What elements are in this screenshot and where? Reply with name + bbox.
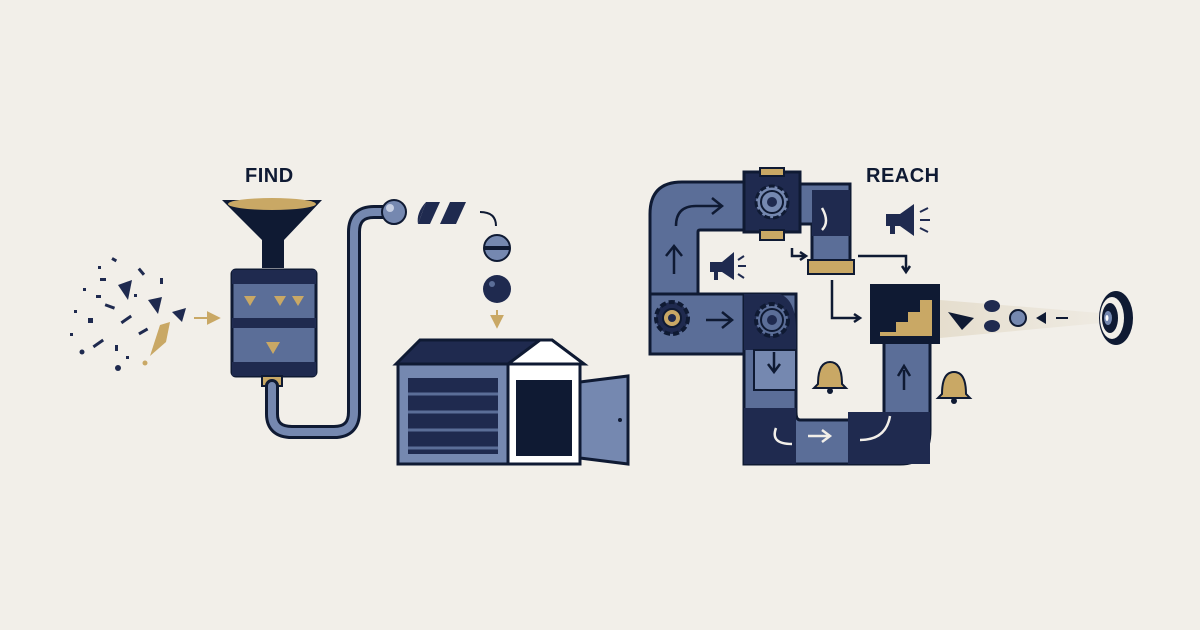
megaphone-icon bbox=[710, 252, 746, 280]
gear-icon bbox=[754, 184, 790, 220]
pill-icon bbox=[984, 320, 1000, 332]
gear-icon bbox=[654, 300, 690, 336]
growth-chart-icon bbox=[870, 284, 940, 344]
target-icon bbox=[1099, 291, 1133, 345]
storage-shed-icon bbox=[392, 338, 630, 466]
flow-arrow-icon bbox=[1036, 312, 1046, 324]
megaphone-icon bbox=[886, 204, 930, 236]
bell-icon bbox=[811, 360, 849, 394]
ball-icon bbox=[483, 234, 511, 262]
reach-label: REACH bbox=[866, 165, 940, 187]
shard-icon bbox=[948, 312, 974, 330]
ball-icon bbox=[483, 275, 511, 303]
scattered-shards-icon bbox=[70, 257, 186, 371]
ball-icon bbox=[381, 199, 407, 225]
flow-arrow-icon bbox=[479, 211, 497, 227]
bell-icon bbox=[935, 370, 973, 404]
find-label: FIND bbox=[245, 165, 294, 187]
ball-icon bbox=[1009, 309, 1027, 327]
flow-arrow-icon bbox=[665, 197, 912, 446]
pill-icon bbox=[984, 300, 1000, 312]
funnel-icon bbox=[222, 198, 322, 268]
gear-icon bbox=[754, 302, 790, 338]
filter-cylinder-icon bbox=[230, 268, 318, 387]
capsule-icon bbox=[417, 202, 466, 224]
